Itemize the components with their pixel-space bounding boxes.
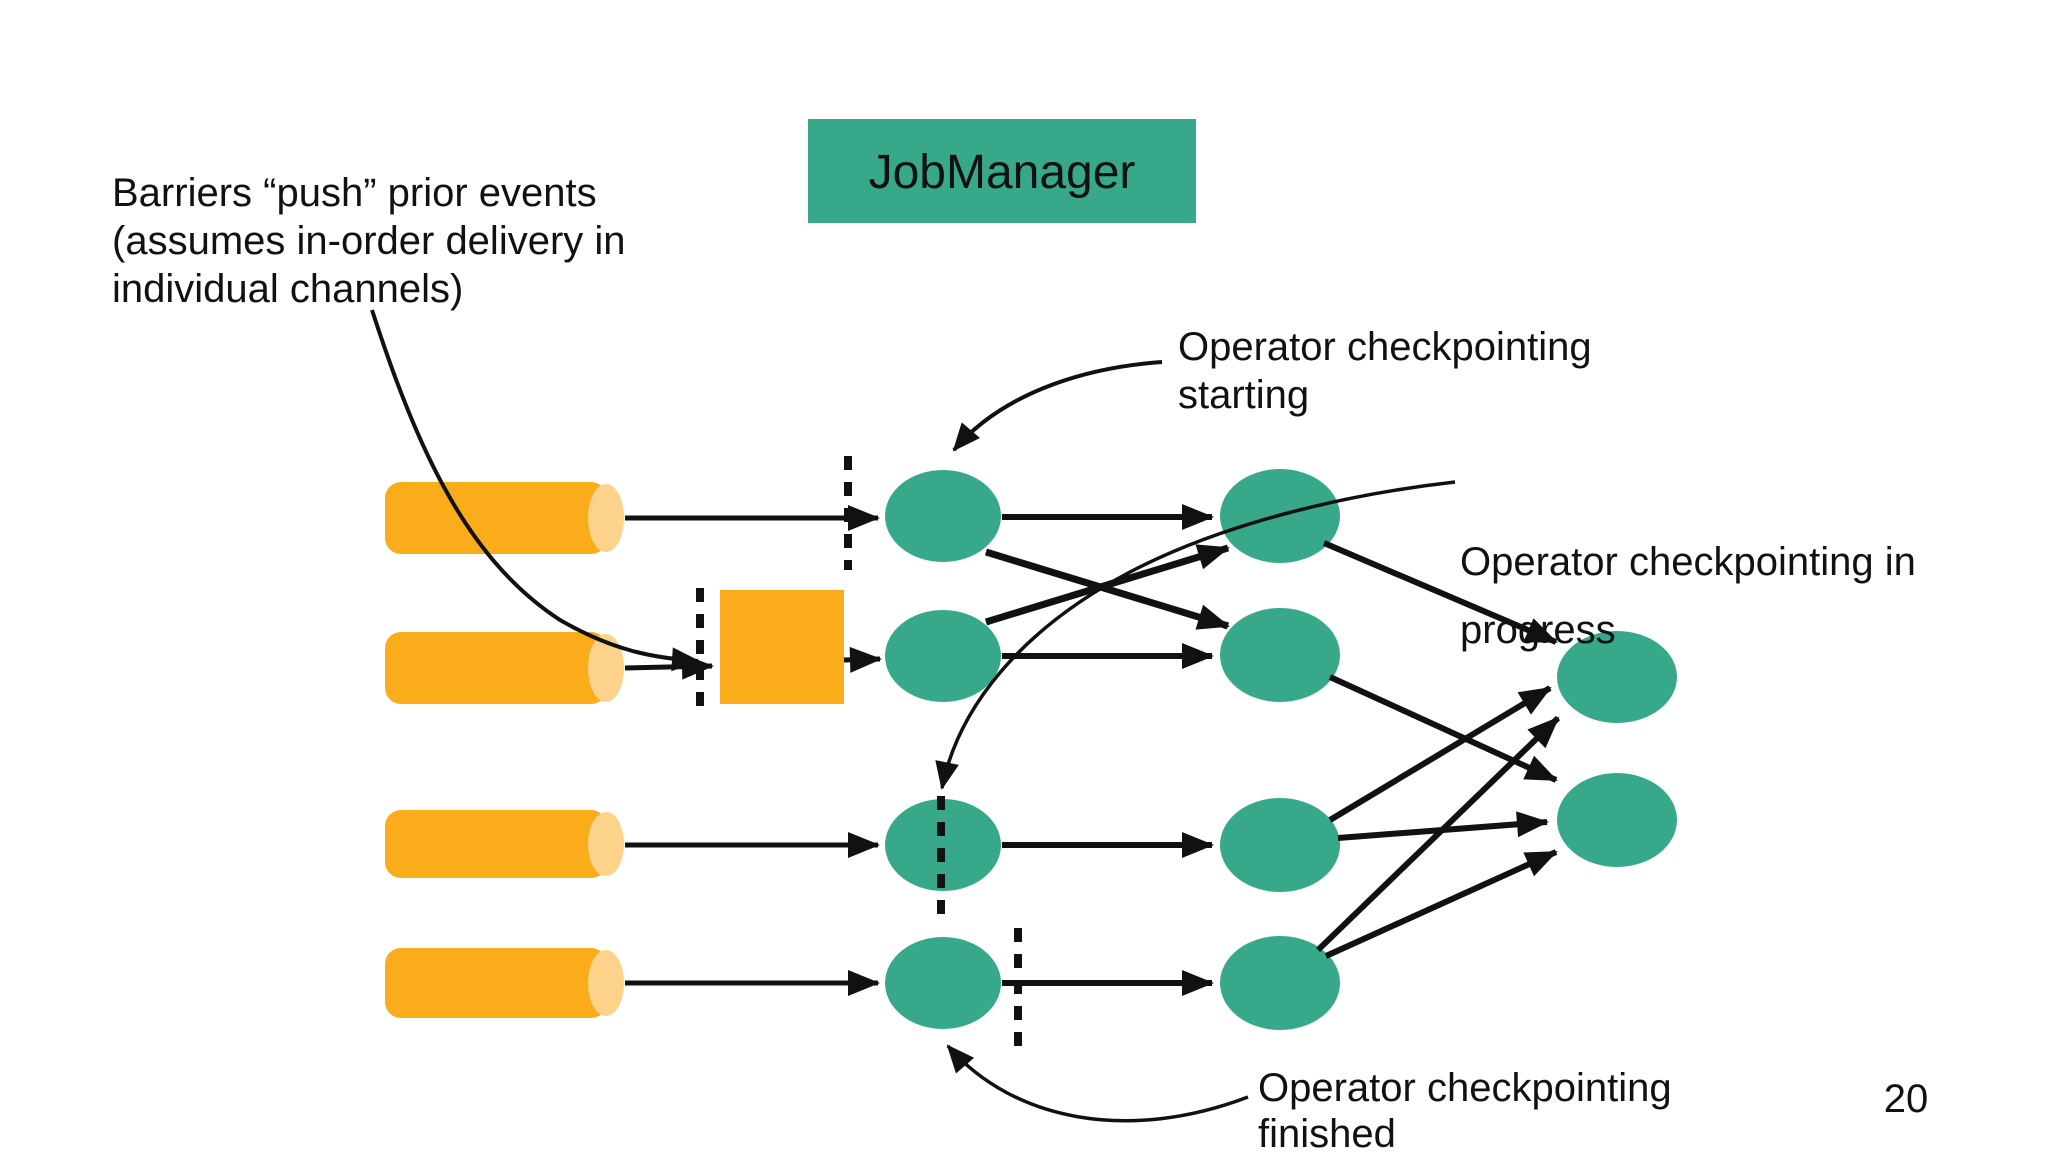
source-cylinder-3	[385, 810, 624, 878]
cylinder-body	[385, 632, 607, 704]
cylinder-cap	[588, 634, 624, 702]
source-cylinder-2	[385, 632, 624, 704]
barriers-line2: (assumes in-order delivery in	[112, 219, 626, 263]
cylinder-body	[385, 948, 607, 1018]
starting-annotation: Operator checkpointing starting	[1178, 325, 1592, 417]
sink-g1	[1557, 631, 1677, 723]
cylinder-body	[385, 810, 607, 878]
operator-e3	[885, 799, 1001, 891]
starting-line2: starting	[1178, 373, 1309, 417]
sink-g2	[1557, 773, 1677, 867]
source-cylinder-4	[385, 948, 624, 1018]
job-manager-label: JobManager	[869, 146, 1136, 199]
cylinder-cap	[588, 812, 624, 876]
operator-e2	[885, 610, 1001, 702]
page-number: 20	[1884, 1077, 1929, 1121]
arrow-f4-g1	[1315, 715, 1561, 953]
finished-annotation: Operator checkpointing finished	[1258, 1066, 1672, 1152]
barriers-line3: individual channels)	[112, 267, 463, 311]
job-manager-box: JobManager	[808, 119, 1196, 223]
finished-line1: Operator checkpointing	[1258, 1066, 1672, 1110]
cylinder-cap	[588, 484, 624, 552]
starting-line1: Operator checkpointing	[1178, 325, 1592, 369]
arrow-square-op2	[843, 646, 882, 673]
arrow-f4-g2	[1324, 849, 1558, 959]
starting-callout-curve	[952, 360, 1163, 452]
in-progress-callout-curve	[935, 480, 1456, 790]
in-progress-line2: progress	[1460, 608, 1616, 652]
operator-f3	[1220, 798, 1340, 892]
cylinder-body	[385, 482, 607, 554]
operator-f2	[1220, 608, 1340, 702]
operator-f4	[1220, 936, 1340, 1030]
arrow-f2-g2	[1328, 674, 1558, 783]
arrow-f3-g1	[1328, 685, 1552, 823]
operator-e1	[885, 470, 1001, 562]
barriers-annotation: Barriers “push” prior events (assumes in…	[112, 171, 626, 311]
cylinder-cap	[588, 950, 624, 1016]
finished-line2: finished	[1258, 1112, 1396, 1152]
barriers-callout-curve	[370, 309, 700, 672]
arrow-e1-f2	[984, 548, 1230, 630]
finished-callout-curve	[946, 1044, 1249, 1123]
barrier-buffer-square	[720, 590, 844, 704]
source-cylinder-1	[385, 482, 624, 554]
job-manager-rect	[808, 119, 1196, 223]
arrow-f1-g1	[1322, 540, 1558, 645]
operator-e4	[885, 937, 1001, 1029]
in-progress-line1: Operator checkpointing in	[1460, 540, 1916, 584]
barriers-line1: Barriers “push” prior events	[112, 171, 597, 215]
in-progress-annotation: Operator checkpointing in progress	[1460, 540, 1916, 652]
